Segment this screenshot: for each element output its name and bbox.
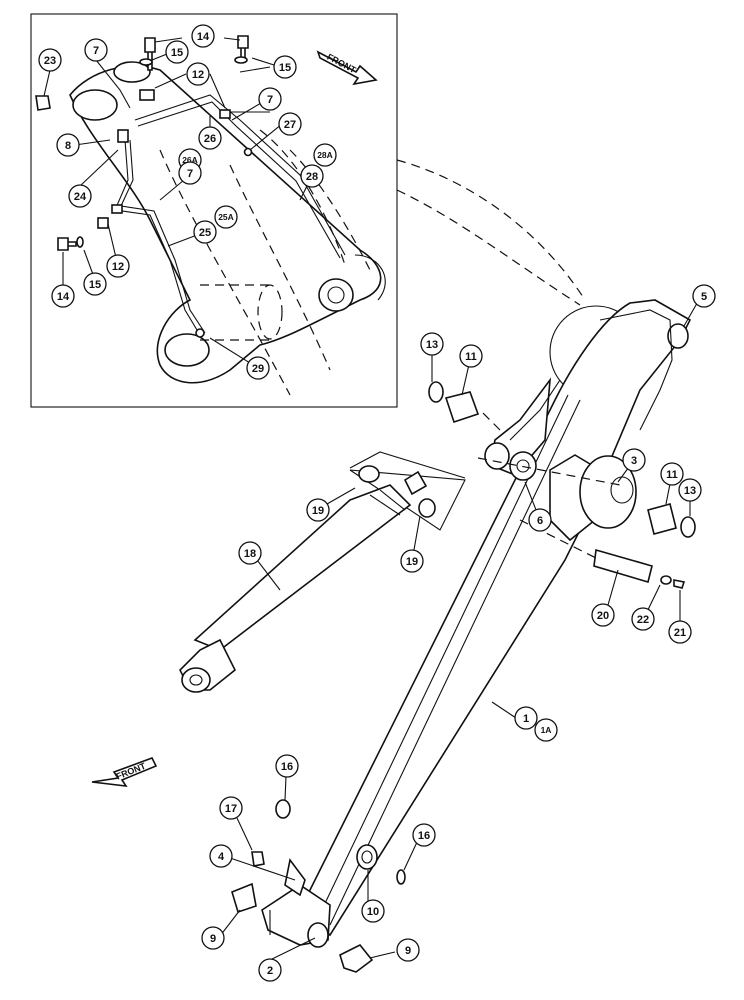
callout-25: 25 [193,220,217,244]
svg-text:12: 12 [192,69,204,81]
svg-text:19: 19 [312,505,324,517]
callout-7: 7 [258,87,282,111]
callout-10: 10 [361,899,385,923]
svg-text:15: 15 [89,279,101,291]
callout-29: 29 [246,356,270,380]
callout-9: 9 [396,938,420,962]
callout-8: 8 [56,133,80,157]
svg-text:20: 20 [597,610,609,622]
callout-13: 13 [420,332,444,356]
callout-19: 19 [306,498,330,522]
callout-23: 23 [38,48,62,72]
callout-7: 7 [178,161,202,185]
callout-28: 28 [300,164,324,188]
callout-24: 24 [68,184,92,208]
svg-text:22: 22 [637,614,649,626]
callout-7: 7 [84,38,108,62]
svg-text:7: 7 [267,94,273,106]
callout-17: 17 [219,796,243,820]
callout-11: 11 [660,462,684,486]
svg-text:26A: 26A [182,155,198,165]
callout-27: 27 [278,112,302,136]
callout-15: 15 [83,272,107,296]
main-boom-assembly [231,299,696,973]
callout-1: 1 [514,706,538,730]
callout-9: 9 [201,926,225,950]
svg-text:23: 23 [44,55,56,67]
svg-text:6: 6 [537,515,543,527]
callout-1a: 1A [534,718,558,742]
front-arrow-bottom: FRONT [91,757,158,787]
svg-text:27: 27 [284,119,296,131]
svg-text:16: 16 [418,830,430,842]
svg-text:26: 26 [204,133,216,145]
svg-text:1A: 1A [541,725,552,735]
svg-text:15: 15 [279,62,291,74]
front-label-bottom: FRONT [115,761,148,782]
boom-cylinder [179,451,466,693]
inset-detail-view: FRONT [30,13,586,408]
callout-14: 14 [51,284,75,308]
svg-text:2: 2 [267,965,273,977]
svg-text:9: 9 [210,933,216,945]
svg-text:11: 11 [465,351,477,363]
callout-16: 16 [412,823,436,847]
svg-text:17: 17 [225,803,237,815]
svg-text:24: 24 [74,191,87,203]
svg-text:28A: 28A [317,150,333,160]
callout-labels: 23 7 14 15 15 12 7 8 26 27 26A 28A 28 24… [38,24,716,982]
svg-text:15: 15 [171,47,183,59]
callout-14: 14 [191,24,215,48]
callout-25a: 25A [214,205,238,229]
callout-15: 15 [165,40,189,64]
svg-text:14: 14 [57,291,70,303]
callout-26: 26 [198,126,222,150]
callout-21: 21 [668,620,692,644]
callout-28a: 28A [313,143,337,167]
svg-text:13: 13 [684,485,696,497]
svg-text:16: 16 [281,761,293,773]
callout-12: 12 [106,254,130,278]
callout-19: 19 [400,549,424,573]
svg-text:21: 21 [674,627,686,639]
svg-text:29: 29 [252,363,264,375]
svg-text:14: 14 [197,31,210,43]
svg-text:13: 13 [426,339,438,351]
front-arrow-top: FRONT [316,50,378,86]
svg-text:12: 12 [112,261,124,273]
callout-4: 4 [209,844,233,868]
svg-text:4: 4 [218,851,225,863]
callout-18: 18 [238,541,262,565]
svg-text:11: 11 [666,469,678,481]
svg-text:25A: 25A [218,212,234,222]
callout-2: 2 [258,958,282,982]
svg-text:5: 5 [701,291,707,303]
callout-5: 5 [692,284,716,308]
svg-text:28: 28 [306,171,318,183]
callout-12: 12 [186,62,210,86]
callout-16: 16 [275,754,299,778]
svg-text:18: 18 [244,548,256,560]
svg-text:3: 3 [631,455,637,467]
callout-3: 3 [622,448,646,472]
svg-text:7: 7 [93,45,99,57]
svg-text:10: 10 [367,906,379,918]
svg-text:19: 19 [406,556,418,568]
svg-text:1: 1 [523,713,529,725]
svg-text:8: 8 [65,140,71,152]
callout-22: 22 [631,607,655,631]
svg-text:7: 7 [187,168,193,180]
svg-text:9: 9 [405,945,411,957]
callout-15: 15 [273,55,297,79]
svg-text:25: 25 [199,227,211,239]
callout-6: 6 [528,508,552,532]
callout-20: 20 [591,603,615,627]
callout-11: 11 [459,344,483,368]
callout-13: 13 [678,478,702,502]
